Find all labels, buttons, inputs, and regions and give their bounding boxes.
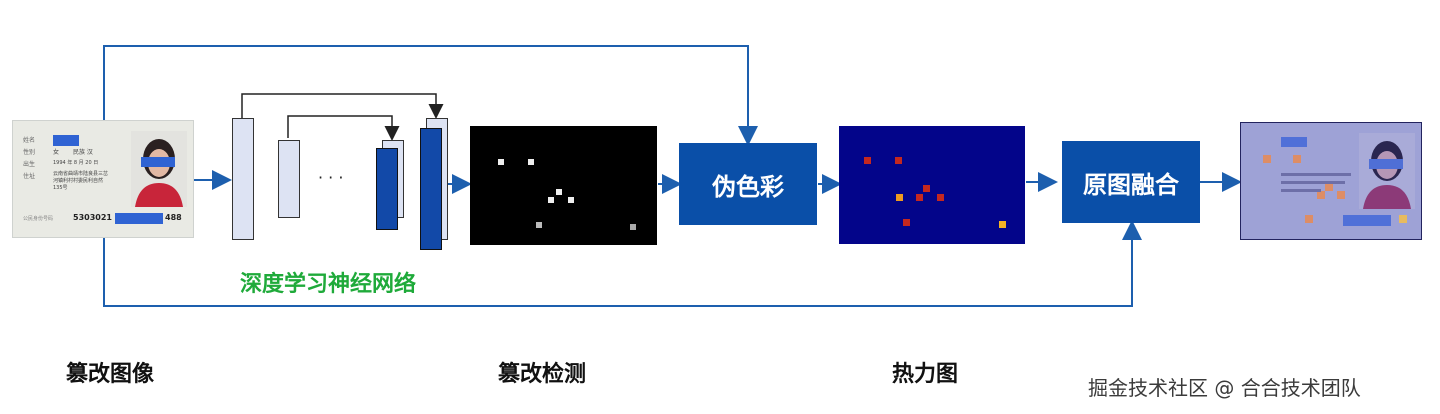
decoder-block-2 <box>376 148 398 230</box>
card-sex-value: 女 <box>53 147 59 156</box>
card-field-sex: 性别 <box>23 147 35 159</box>
tamper-detection-mask <box>470 126 657 245</box>
card-id-prefix: 5303021 <box>73 213 112 222</box>
card-field-name: 姓名 <box>23 135 35 147</box>
pseudo-color-box: 伪色彩 <box>679 143 817 225</box>
card-field-labels: 姓名 性别 出生 住址 <box>23 135 35 183</box>
fused-portrait <box>1359 133 1415 209</box>
card-address-line1: 云南省曲靖市陆良县三岔 <box>53 171 108 178</box>
card-birth-value: 1994 年 8 月 20 日 <box>53 159 98 166</box>
encoder-block-2 <box>278 140 300 218</box>
name-redaction <box>53 135 79 146</box>
image-fusion-box: 原图融合 <box>1062 141 1200 223</box>
portrait-photo <box>131 131 187 207</box>
heatmap-image <box>839 126 1025 244</box>
network-ellipsis: · · · <box>318 168 343 187</box>
card-nation-value: 民族 汉 <box>73 147 93 156</box>
decoder-block-1 <box>420 128 442 250</box>
encoder-block-1 <box>232 118 254 240</box>
network-diagram: · · · <box>220 86 470 256</box>
card-id-label: 公民身份号码 <box>23 215 53 222</box>
card-field-address: 住址 <box>23 171 35 183</box>
fused-result-image <box>1240 122 1422 240</box>
watermark: 掘金技术社区 @ 合合技术团队 <box>1088 372 1361 401</box>
card-address-value: 云南省曲靖市陆良县三岔 河镇利村村委民利自然 135号 <box>53 171 108 192</box>
card-id-suffix: 488 <box>165 213 182 222</box>
card-address-line3: 135号 <box>53 185 108 192</box>
caption-tampered-image: 篡改图像 <box>66 356 154 388</box>
network-label: 深度学习神经网络 <box>240 266 416 298</box>
id-redaction <box>115 213 163 224</box>
caption-heatmap: 热力图 <box>892 356 958 388</box>
caption-tamper-detection: 篡改检测 <box>498 356 586 388</box>
card-address-line2: 河镇利村村委民利自然 <box>53 178 108 185</box>
tampered-id-card: 姓名 性别 出生 住址 女 民族 汉 1994 年 8 月 20 日 云南省曲靖… <box>12 120 194 238</box>
card-field-birth: 出生 <box>23 159 35 171</box>
